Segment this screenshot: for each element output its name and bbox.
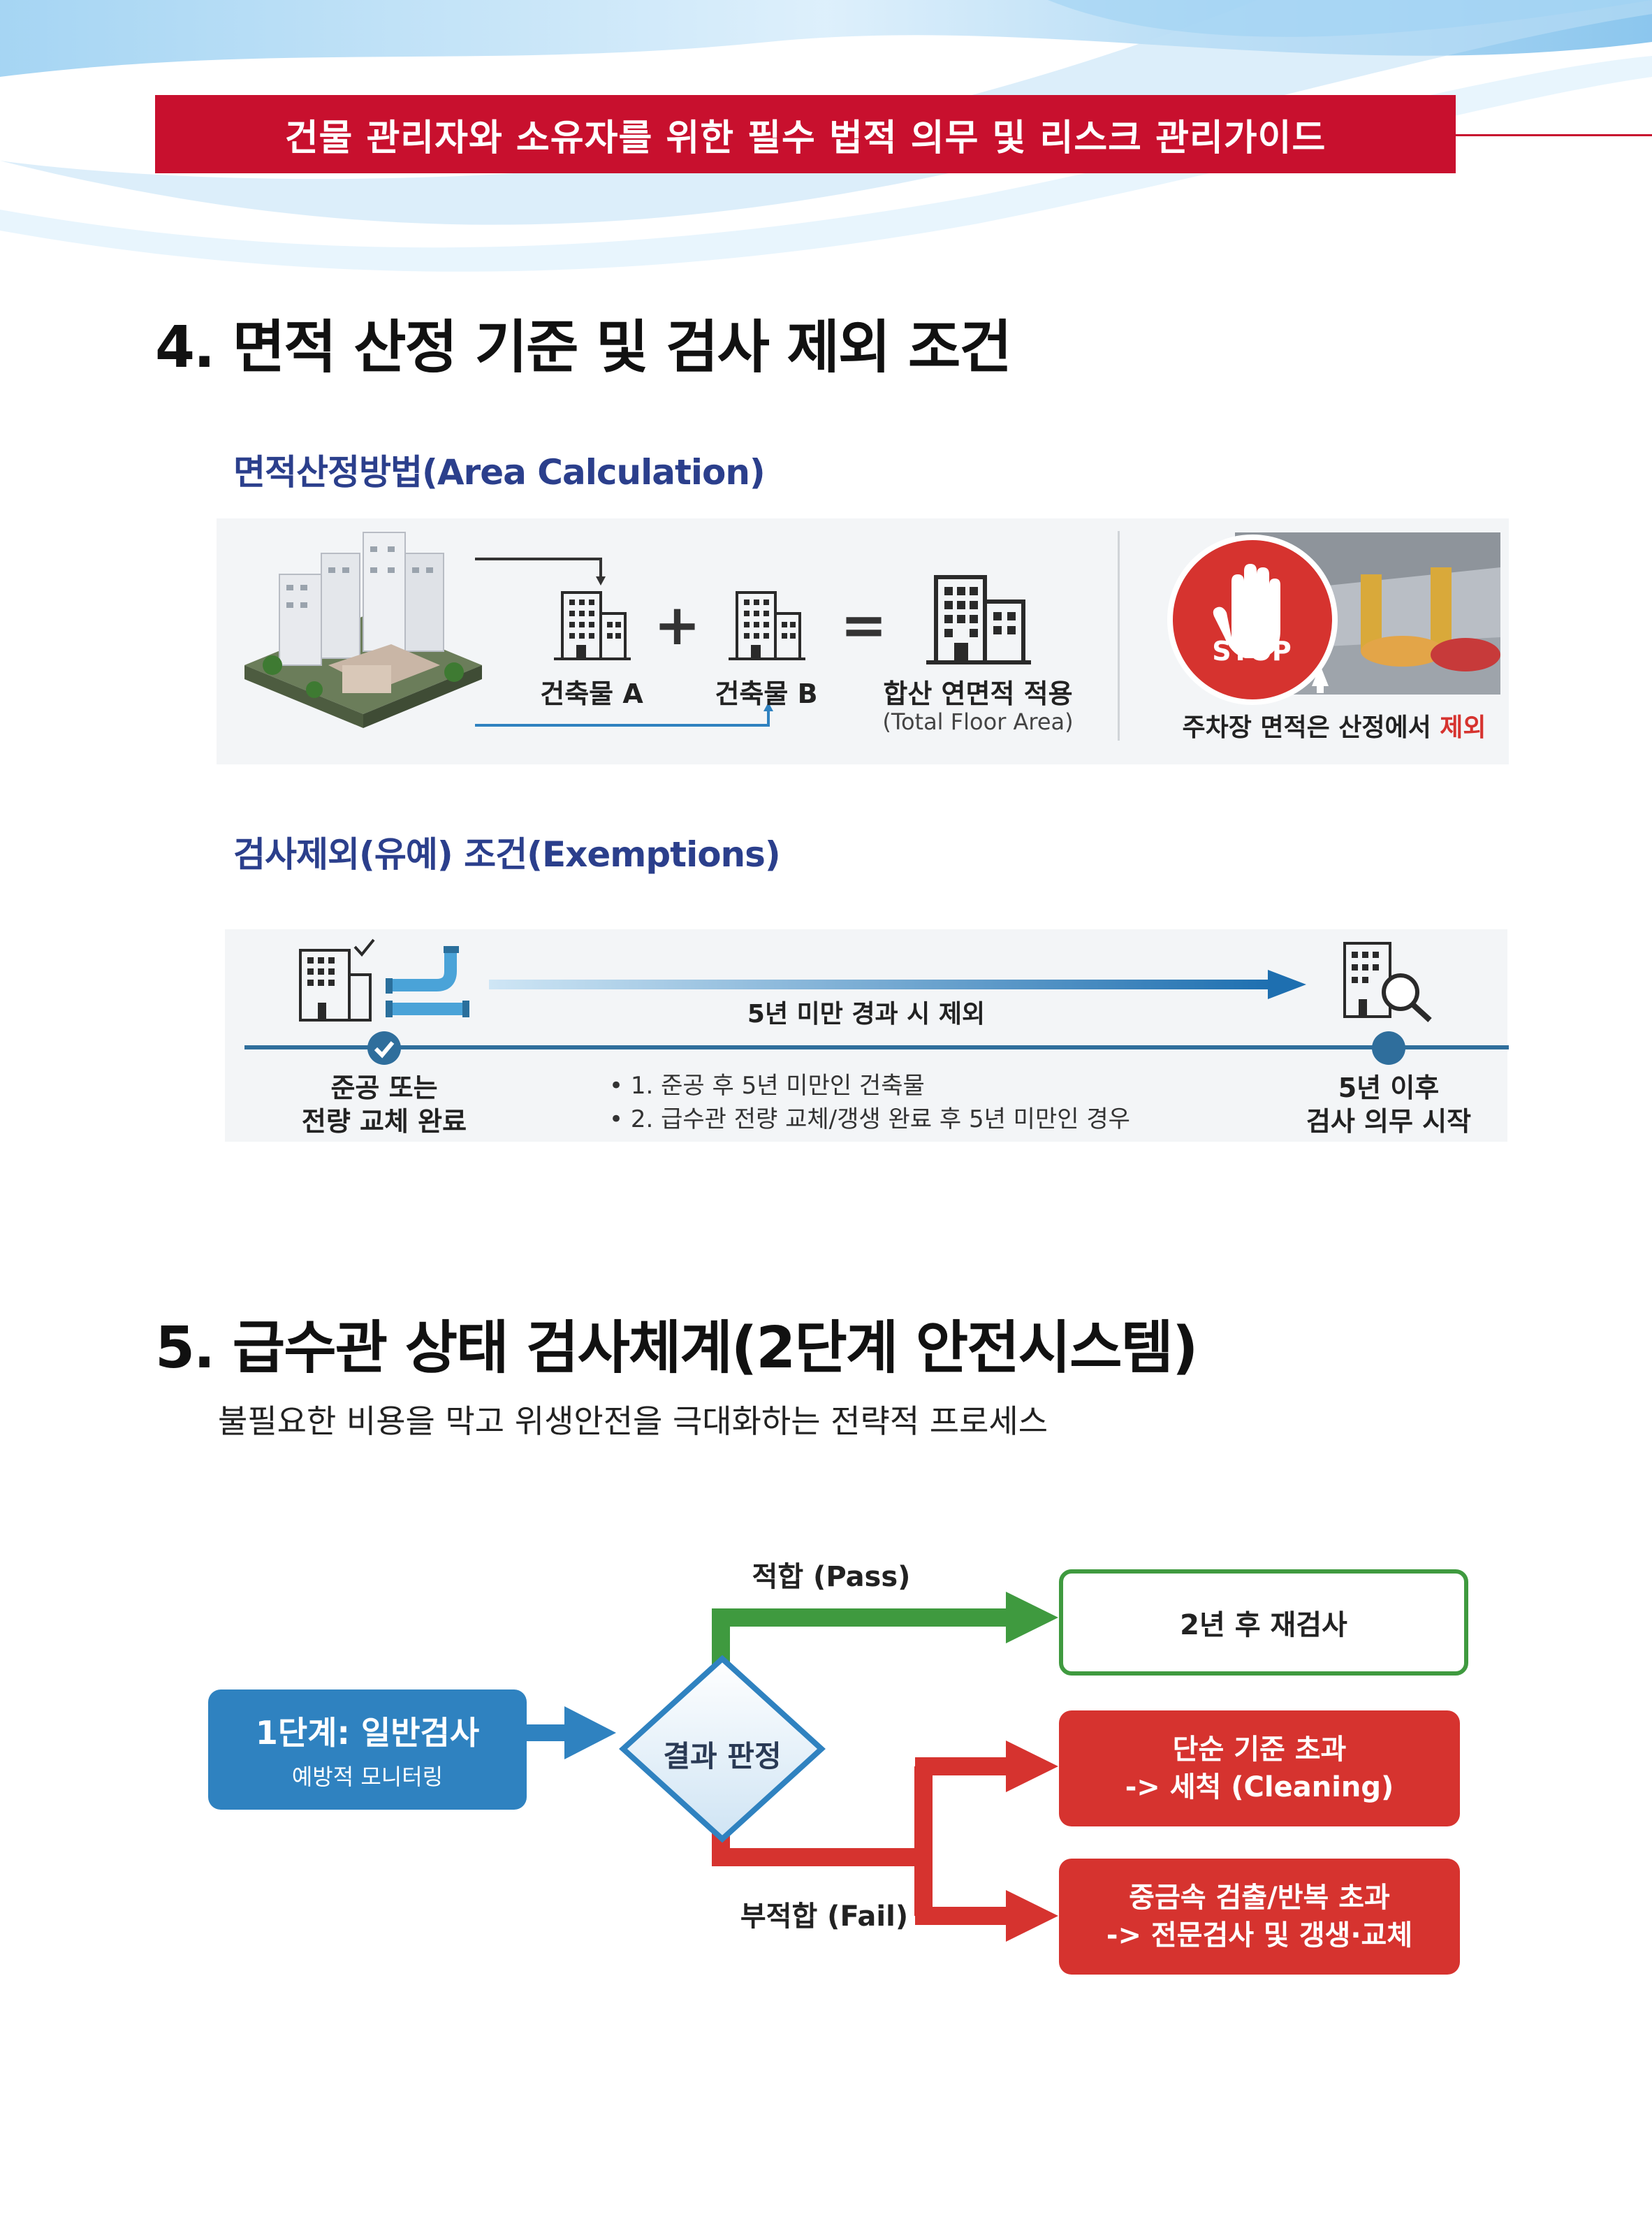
building-b-label: 건축물 B [715,678,818,709]
timeline-start-check-icon [367,1031,401,1065]
timeline-line [244,1045,1509,1049]
section5-title: 5. 급수관 상태 검사체계(2단계 안전시스템) [155,1315,1198,1381]
header-banner: 건물 관리자와 소유자를 위한 필수 법적 의무 및 리스크 관리가이드 [155,95,1456,173]
fail-result-1-line2: -> 세척 (Cleaning) [1125,1771,1394,1803]
building-pipe-icon [299,938,469,1022]
timeline-start-label-2: 전량 교체 완료 [301,1106,467,1137]
fail-result-2-line1: 중금속 검출/반복 초과 [1129,1882,1390,1914]
section4-title: 4. 면적 산정 기준 및 검사 제외 조건 [155,314,1012,381]
stage1-general-inspection-box: 1단계: 일반검사 예방적 모니터링 [208,1689,527,1810]
timeline-end-label-2: 검사 의무 시작 [1306,1106,1472,1137]
stage1-title: 1단계: 일반검사 [255,1714,480,1752]
fail-label: 부적합 (Fail) [740,1901,909,1933]
panel-divider [1118,531,1120,741]
exemptions-panel [225,929,1507,1142]
header-wave-decoration [0,0,1652,272]
fail-result-1-line1: 단순 기준 초과 [1172,1734,1347,1766]
fail-result-replacement-box: 중금속 검출/반복 초과 -> 전문검사 및 갱생·교체 [1059,1859,1460,1975]
parking-exclusion-note: 주차장 면적은 산정에서 제외 [1167,707,1502,743]
stage1-subtitle: 예방적 모니터링 [291,1764,444,1790]
apartment-complex-illustration [244,532,482,728]
calculation-flow-arrows [475,558,773,727]
exemption-period-label: 5년 미만 경과 시 제외 [747,1000,986,1029]
building-b-icon [729,591,805,660]
section5-subtitle: 불필요한 비용을 막고 위생안전을 극대화하는 전략적 프로세스 [218,1402,1048,1440]
stop-hand-icon [1167,535,1338,705]
area-calculation-heading: 면적산정방법(Area Calculation) [233,452,766,493]
stop-text: STOP [1212,636,1292,667]
building-a-icon [554,591,631,660]
pass-result-box: 2년 후 재검사 [1059,1569,1468,1676]
parking-exclusion-emphasis: 제외 [1440,713,1486,742]
fail-result-cleaning-box: 단순 기준 초과 -> 세척 (Cleaning) [1059,1710,1460,1826]
timeline-end-label-1: 5년 이후 [1338,1073,1440,1103]
decision-diamond [619,1655,826,1843]
equals-sign: = [840,593,888,657]
total-floor-area-label: 합산 연면적 적용 [883,678,1073,709]
decision-label: 결과 판정 [663,1739,782,1773]
exemptions-heading: 검사제외(유예) 조건(Exemptions) [233,834,781,875]
plus-sign: + [654,593,701,657]
exemption-condition-2: • 2. 급수관 전량 교체/갱생 완료 후 5년 미만인 경우 [609,1105,1130,1133]
total-floor-area-sub: (Total Floor Area) [882,708,1074,735]
exemption-condition-1: • 1. 준공 후 5년 미만인 건축물 [609,1072,925,1100]
building-a-label: 건축물 A [540,678,643,709]
exemption-period-arrow [489,970,1306,999]
building-inspection-icon [1343,942,1432,1022]
parking-exclusion-text: 주차장 면적은 산정에서 [1182,713,1440,742]
pass-label: 적합 (Pass) [752,1561,911,1593]
timeline-end-dot [1372,1031,1405,1065]
total-building-icon [926,575,1031,664]
fail-result-2-line2: -> 전문검사 및 갱생·교체 [1106,1919,1413,1952]
timeline-start-label-1: 준공 또는 [330,1073,438,1103]
banner-divider-line [1456,134,1652,136]
